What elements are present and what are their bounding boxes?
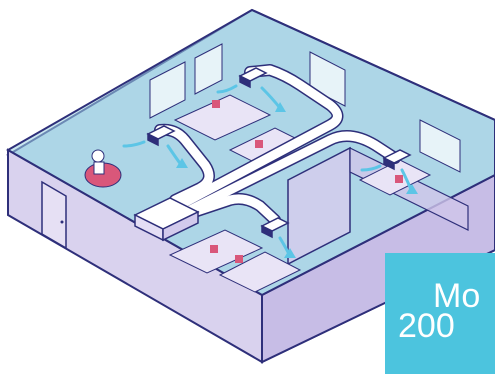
chair: [255, 140, 263, 148]
promo-badge: Mo 200: [385, 253, 495, 374]
chair: [212, 100, 220, 108]
chair: [395, 175, 403, 183]
badge-text-line-2: 200: [398, 309, 455, 343]
chair: [235, 255, 243, 263]
chair: [210, 245, 218, 253]
